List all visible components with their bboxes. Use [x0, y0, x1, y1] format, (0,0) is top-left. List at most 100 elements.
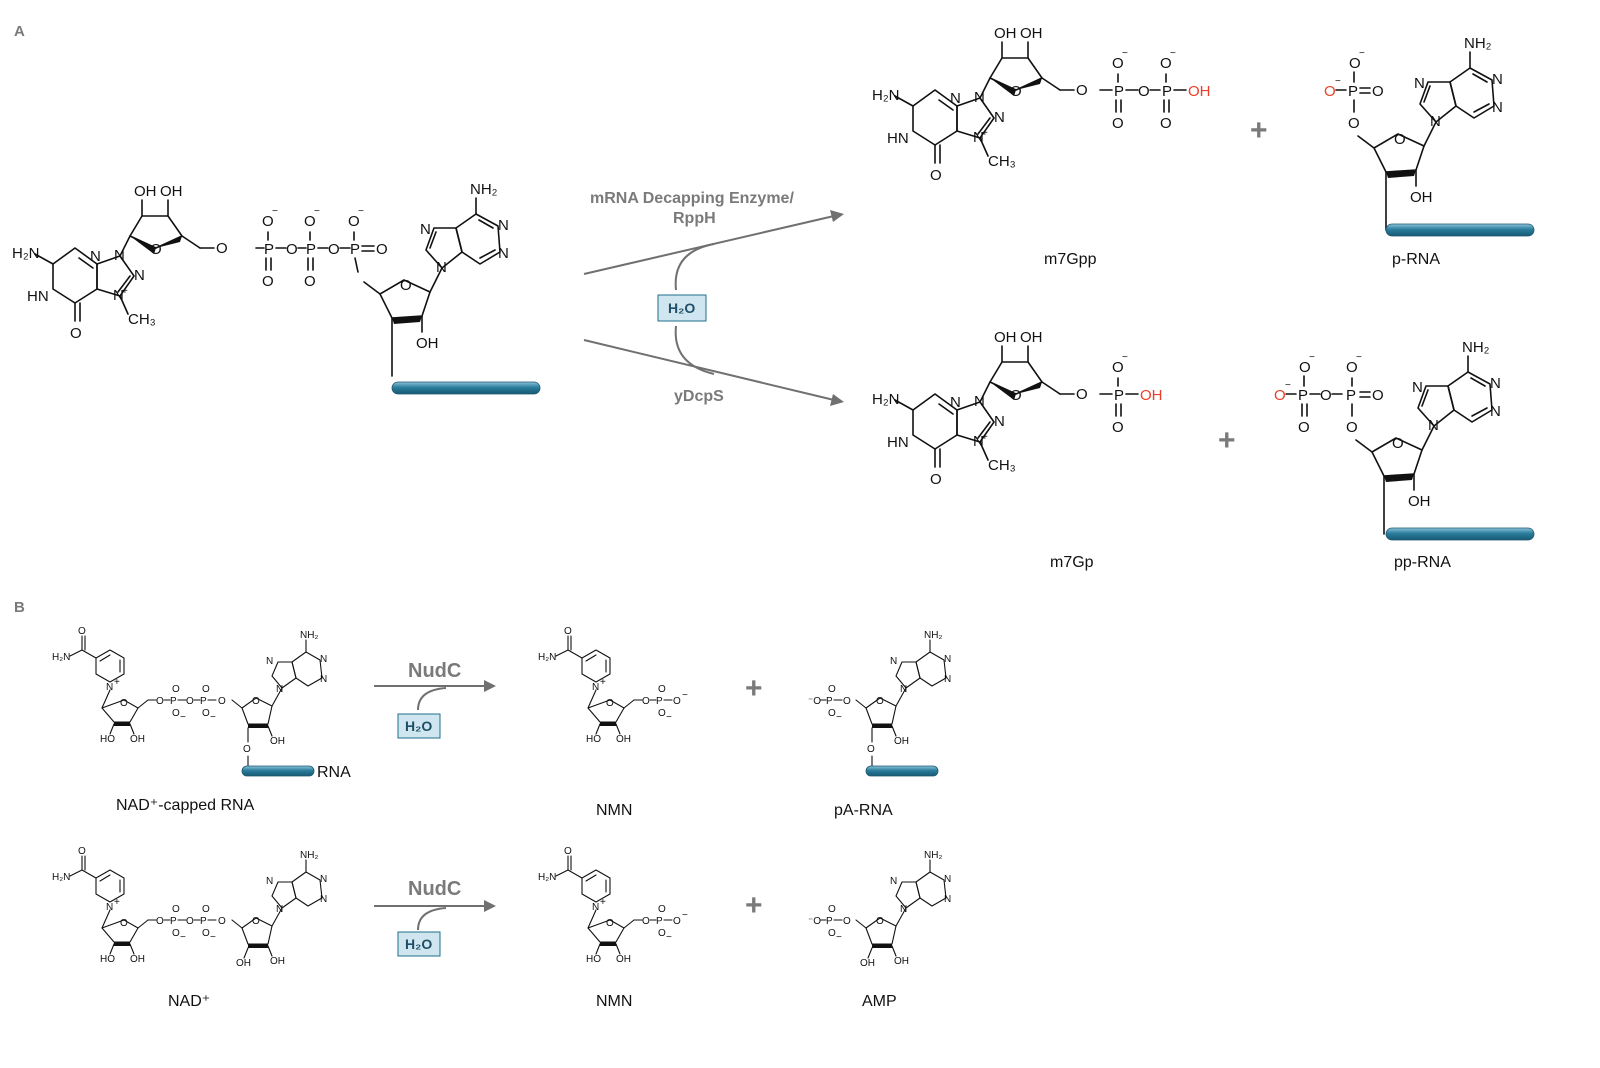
svg-text:P: P: [1162, 83, 1172, 100]
svg-text:O: O: [1274, 387, 1286, 404]
svg-text:−: −: [1285, 380, 1291, 391]
svg-text:O: O: [218, 916, 226, 927]
enzyme-label-rpph: RppH: [673, 210, 716, 227]
svg-text:P: P: [350, 241, 360, 258]
svg-text:−: −: [272, 206, 278, 217]
svg-text:⁻O: ⁻O: [808, 696, 821, 707]
svg-text:−: −: [836, 932, 842, 943]
svg-text:O: O: [843, 916, 851, 927]
svg-text:P: P: [200, 696, 207, 707]
svg-text:O: O: [1112, 359, 1124, 376]
reaction-arrow-bottom: [583, 325, 844, 406]
substrate-nad: P O O − O P O O − O OH: [51, 845, 328, 969]
label-m7gpp: m7Gpp: [1044, 251, 1097, 268]
svg-text:−: −: [358, 206, 364, 217]
label-nmn-2: NMN: [596, 993, 632, 1010]
svg-text:O: O: [1372, 387, 1384, 404]
label-pp-rna: pp-RNA: [1394, 554, 1451, 571]
svg-text:−: −: [1122, 352, 1128, 363]
label-pa-rna: pA-RNA: [834, 802, 893, 819]
svg-text:O: O: [867, 744, 875, 755]
svg-text:O: O: [172, 708, 180, 719]
label-m7gp: m7Gp: [1050, 554, 1094, 571]
svg-text:P: P: [1298, 387, 1308, 404]
svg-text:OH: OH: [1188, 83, 1211, 100]
svg-text:O: O: [658, 708, 666, 719]
svg-text:O: O: [1349, 55, 1361, 72]
enzyme-label-decapping: mRNA Decapping Enzyme/: [590, 190, 794, 207]
product-pa-rna: ⁻O P O O − O O: [808, 629, 952, 777]
svg-text:O: O: [1298, 419, 1310, 436]
label-p-rna: p-RNA: [1392, 251, 1440, 268]
enzyme-label-ydcps: yDcpS: [674, 388, 724, 405]
svg-text:O: O: [286, 241, 298, 258]
svg-text:O: O: [1112, 115, 1124, 132]
svg-text:O: O: [376, 241, 388, 258]
svg-text:−: −: [836, 712, 842, 723]
svg-text:−: −: [666, 932, 672, 943]
product-m7gp: P O − O OH: [871, 328, 1163, 489]
svg-text:⁻O: ⁻O: [808, 916, 821, 927]
water-label-a: H₂O: [668, 300, 695, 316]
panel-label-a: A: [14, 23, 25, 40]
svg-text:O: O: [658, 684, 666, 695]
svg-text:O: O: [1372, 83, 1384, 100]
svg-text:−: −: [1335, 76, 1341, 87]
svg-text:P: P: [656, 696, 663, 707]
svg-text:O: O: [328, 241, 340, 258]
svg-text:O: O: [262, 213, 274, 230]
svg-text:O: O: [202, 904, 210, 915]
label-nad-capped-rna: NAD⁺-capped RNA: [116, 797, 255, 814]
product-m7gpp: P O − O O P O − O OH: [871, 24, 1211, 185]
reaction-arrow-top: [583, 210, 844, 291]
rna-bar-pp-rna: [1385, 527, 1535, 541]
svg-text:O: O: [1324, 83, 1336, 100]
enzyme-label-nudc-1: NudC: [408, 660, 461, 682]
svg-text:OH: OH: [860, 958, 875, 969]
svg-text:O: O: [673, 696, 681, 707]
svg-text:P: P: [1114, 83, 1124, 100]
svg-text:O: O: [828, 928, 836, 939]
svg-text:P: P: [826, 696, 833, 707]
svg-text:O: O: [172, 928, 180, 939]
water-label-b1: H₂O: [405, 718, 432, 734]
svg-text:OH: OH: [236, 958, 251, 969]
water-box-b2: [397, 931, 441, 957]
product-amp: ⁻O P O O − O OH: [808, 849, 952, 969]
svg-text:O: O: [658, 904, 666, 915]
svg-text:O: O: [828, 708, 836, 719]
svg-text:O: O: [262, 273, 274, 290]
svg-text:O: O: [304, 213, 316, 230]
plus-sign-a-bottom: +: [1218, 424, 1236, 457]
svg-text:O: O: [172, 684, 180, 695]
product-pp-rna: O − O − P O O P O − O O: [1274, 338, 1535, 541]
label-rna-tag: RNA: [317, 764, 351, 781]
svg-text:O: O: [348, 213, 360, 230]
svg-text:O: O: [1160, 55, 1172, 72]
svg-text:−: −: [1309, 352, 1315, 363]
plus-sign-b1: +: [745, 672, 763, 705]
svg-text:O: O: [1299, 359, 1311, 376]
water-label-b2: H₂O: [405, 936, 432, 952]
svg-text:−: −: [1170, 48, 1176, 59]
svg-text:O: O: [172, 904, 180, 915]
svg-text:O: O: [828, 904, 836, 915]
rna-bar-nad-capped: [241, 765, 315, 777]
svg-text:O: O: [673, 916, 681, 927]
svg-text:O: O: [186, 696, 194, 707]
svg-text:O: O: [1346, 419, 1358, 436]
svg-text:O: O: [243, 744, 251, 755]
svg-text:O: O: [1160, 115, 1172, 132]
plus-sign-a-top: +: [1250, 114, 1268, 147]
svg-text:−: −: [1359, 48, 1365, 59]
svg-text:−: −: [314, 206, 320, 217]
svg-text:O: O: [1112, 419, 1124, 436]
svg-text:−: −: [666, 712, 672, 723]
svg-text:O: O: [202, 928, 210, 939]
svg-text:O: O: [1112, 55, 1124, 72]
svg-text:O: O: [658, 928, 666, 939]
svg-text:−: −: [180, 932, 186, 943]
svg-text:P: P: [170, 916, 177, 927]
svg-text:−: −: [1122, 48, 1128, 59]
